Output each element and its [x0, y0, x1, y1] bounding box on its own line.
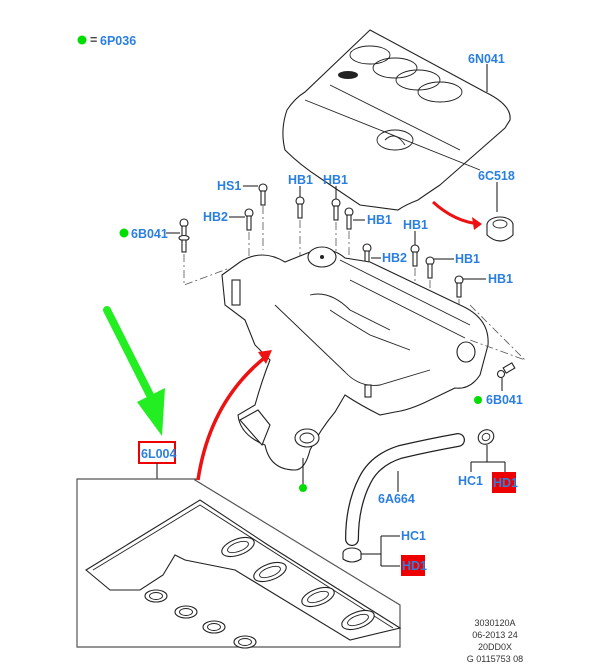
intake-manifold-illustration[interactable]	[221, 246, 489, 471]
bolt-hb2-left-icon	[244, 208, 254, 270]
bolt-hs1-icon	[258, 183, 268, 250]
stud-right-icon	[469, 304, 526, 379]
green-dot-marker-icon	[77, 35, 87, 45]
legend: = 6P036	[77, 33, 136, 48]
label-hb1-d[interactable]: HB1	[403, 218, 428, 232]
green-dot-marker-icon	[299, 484, 307, 492]
label-6b041-right[interactable]: 6B041	[486, 393, 523, 407]
label-hb1-c[interactable]: HB1	[367, 213, 392, 227]
footer-line-4: G 0115753 08	[467, 654, 523, 664]
label-hs1[interactable]: HS1	[217, 179, 241, 193]
red-arrowhead-icon	[472, 217, 482, 230]
footer-line-2: 06-2013 24	[472, 630, 518, 640]
green-dot-marker-icon	[119, 228, 129, 238]
red-arrow-gasket-to-manifold-icon	[196, 350, 272, 481]
stud-left-icon	[178, 218, 231, 286]
gasket-set-illustration[interactable]	[85, 499, 402, 649]
label-hd1-lower[interactable]: HD1	[402, 559, 427, 573]
label-hb2-right[interactable]: HB2	[382, 251, 407, 265]
grommet-illustration[interactable]	[486, 216, 514, 242]
label-6b041-left[interactable]: 6B041	[131, 227, 168, 241]
green-dot-marker-icon	[474, 396, 482, 404]
legend-part-number[interactable]: 6P036	[100, 34, 136, 48]
label-hb1-a[interactable]: HB1	[288, 173, 313, 187]
bolt-hb1-a-icon	[295, 196, 305, 290]
green-arrow-icon	[103, 306, 165, 436]
hd1-upper-highlight	[492, 472, 516, 493]
footer-line-1: 3030120A	[474, 618, 515, 628]
label-6n041[interactable]: 6N041	[468, 52, 505, 66]
upper-clamp-icon	[477, 429, 495, 445]
label-6a664[interactable]: 6A664	[378, 492, 415, 506]
label-hc1-lower[interactable]: HC1	[401, 529, 426, 543]
label-hb2-left[interactable]: HB2	[203, 210, 228, 224]
footer-line-3: 20DD0X	[478, 642, 512, 652]
label-6l004[interactable]: 6L004	[141, 447, 176, 461]
hd1-lower-highlight	[401, 555, 425, 576]
label-hb1-f[interactable]: HB1	[488, 272, 513, 286]
label-hd1-upper[interactable]: HD1	[493, 476, 518, 490]
legend-equals: =	[90, 33, 97, 47]
engine-cover-illustration[interactable]	[282, 29, 511, 211]
label-hc1-upper[interactable]: HC1	[458, 474, 483, 488]
label-6c518[interactable]: 6C518	[478, 169, 515, 183]
breather-hose-illustration[interactable]	[345, 433, 465, 546]
lower-clamp-icon	[342, 547, 362, 563]
ford-logo-icon	[338, 71, 358, 79]
diagram-footer: 3030120A 06-2013 24 20DD0X G 0115753 08	[467, 618, 523, 664]
label-hb1-e[interactable]: HB1	[455, 252, 480, 266]
label-hb1-b[interactable]: HB1	[323, 173, 348, 187]
